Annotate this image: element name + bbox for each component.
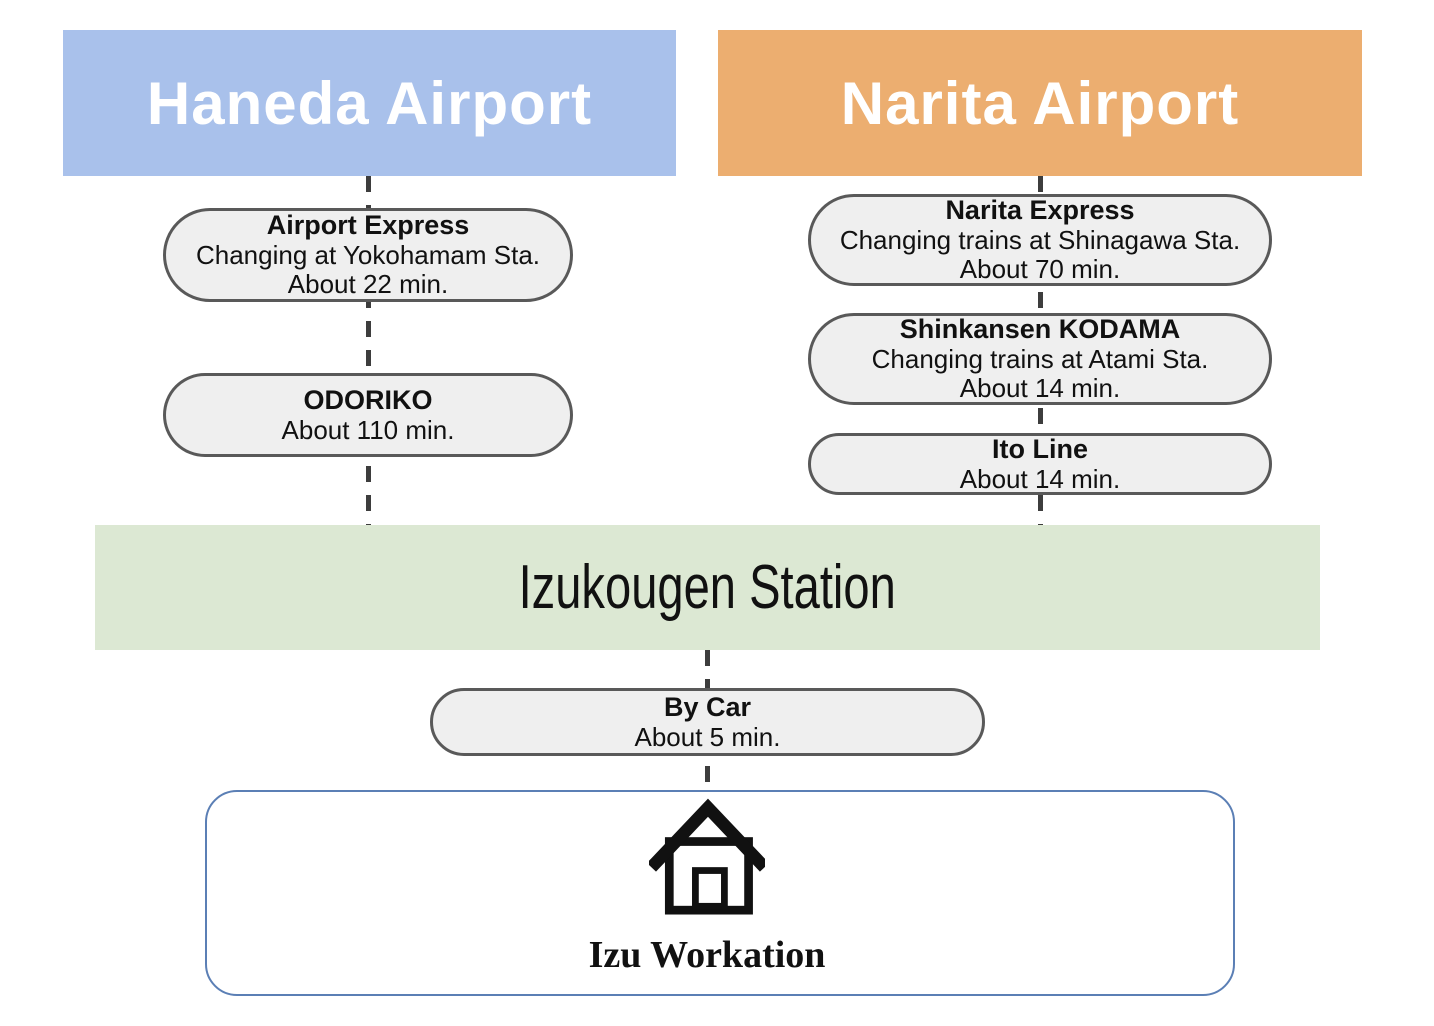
narita-airport-box: Narita Airport [718,30,1362,176]
izukougen-station-label: Izukougen Station [518,553,897,622]
haneda-airport-label: Haneda Airport [146,69,593,137]
route-step-title: Airport Express [266,210,470,241]
route-step-narita-express: Narita Express Changing trains at Shinag… [808,194,1272,286]
route-step-duration: About 14 min. [959,373,1121,404]
haneda-airport-box: Haneda Airport [63,30,676,176]
route-step-shinkansen-kodama: Shinkansen KODAMA Changing trains at Ata… [808,313,1272,405]
narita-airport-label: Narita Airport [840,69,1240,137]
route-step-by-car: By Car About 5 min. [430,688,985,756]
route-step-odoriko: ODORIKO About 110 min. [163,373,573,457]
route-step-title: Ito Line [992,434,1088,465]
route-step-airport-express: Airport Express Changing at Yokohamam St… [163,208,573,302]
route-step-title: Shinkansen KODAMA [899,314,1181,345]
route-step-duration: About 5 min. [634,721,781,752]
haneda-route-connector [366,176,371,526]
route-step-detail: Changing trains at Atami Sta. [871,343,1209,374]
route-step-title: By Car [663,692,752,723]
route-step-duration: About 70 min. [959,254,1121,285]
house-icon [646,798,770,916]
route-step-duration: About 110 min. [281,414,455,445]
izukougen-station-box: Izukougen Station [95,525,1320,650]
route-step-detail: Changing at Yokohamam Sta. [195,239,541,270]
route-step-duration: About 22 min. [287,269,449,300]
izu-workation-label: Izu Workation [588,934,826,976]
route-step-detail: Changing trains at Shinagawa Sta. [839,224,1241,255]
route-step-title: Narita Express [945,195,1135,226]
route-step-title: ODORIKO [303,385,433,416]
route-step-ito-line: Ito Line About 14 min. [808,433,1272,495]
route-step-duration: About 14 min. [959,463,1121,494]
